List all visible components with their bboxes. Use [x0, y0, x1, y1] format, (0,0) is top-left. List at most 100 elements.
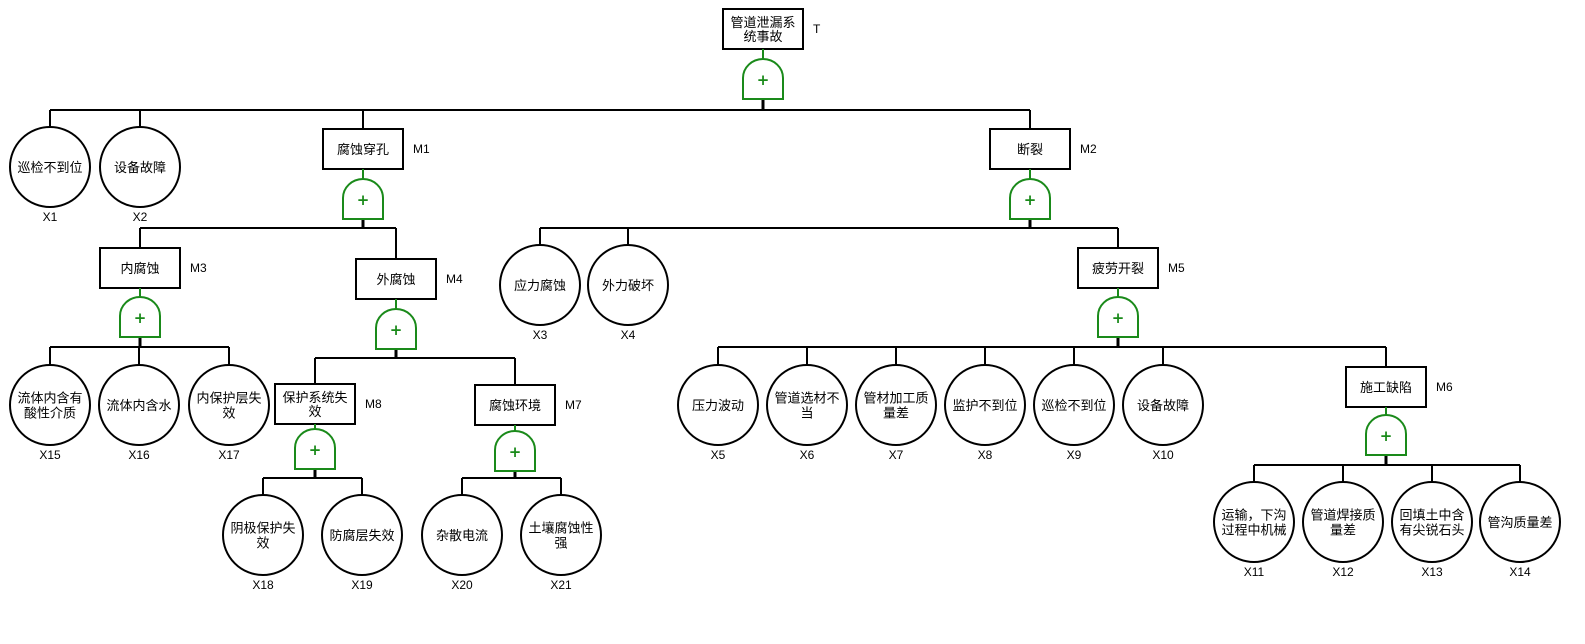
gate-symbol: + — [757, 71, 770, 89]
or-gate-icon: + — [375, 308, 417, 350]
basic-event-circle — [421, 494, 503, 576]
or-gate-icon: + — [294, 428, 336, 470]
event-code: X8 — [978, 448, 993, 462]
event-label: 强 — [554, 537, 567, 552]
event-code: X6 — [800, 448, 815, 462]
event-code: X18 — [252, 578, 274, 592]
event-box — [474, 384, 556, 426]
event-code: X19 — [351, 578, 373, 592]
event-code: X3 — [533, 328, 548, 342]
event-label: 施工缺陷 — [1360, 381, 1412, 396]
basic-event-circle — [188, 364, 270, 446]
event-code: X14 — [1509, 565, 1531, 579]
basic-event-circle — [1033, 364, 1115, 446]
event-label: 保护系统失 — [282, 391, 347, 406]
event-code: M3 — [190, 261, 207, 275]
basic-event-circle — [98, 364, 180, 446]
event-label: 流体内含水 — [106, 398, 171, 414]
basic-event-circle — [855, 364, 937, 446]
event-m4[interactable]: 外腐蚀 M4 + — [355, 258, 463, 350]
event-code: M1 — [413, 142, 430, 156]
event-box — [99, 247, 181, 289]
event-label: 压力波动 — [692, 399, 744, 414]
basic-event-circle — [944, 364, 1026, 446]
or-gate-icon: + — [494, 430, 536, 472]
event-label: 管道泄漏系 — [730, 15, 795, 31]
event-label: 腐蚀穿孔 — [337, 142, 389, 158]
or-gate-icon: + — [742, 58, 784, 100]
gate-symbol: + — [134, 309, 147, 327]
gate-symbol: + — [509, 443, 522, 461]
event-label: 统事故 — [743, 30, 782, 45]
event-label: 酸性介质 — [24, 407, 76, 422]
event-m1[interactable]: 腐蚀穿孔 M1 + — [322, 128, 430, 220]
basic-event-circle — [677, 364, 759, 446]
basic-event-circle — [520, 494, 602, 576]
event-label: 防腐层失效 — [329, 528, 394, 544]
event-label: 管材加工质 — [863, 392, 928, 407]
event-code: X13 — [1421, 565, 1443, 579]
event-label: 效 — [308, 405, 321, 420]
event-label: 回填土中含 — [1399, 508, 1464, 524]
basic-event-circle — [1479, 481, 1561, 563]
event-code: X20 — [451, 578, 473, 592]
event-label: 设备故障 — [1137, 398, 1189, 414]
gate-symbol: + — [357, 191, 370, 209]
event-code: M5 — [1168, 261, 1185, 275]
event-label: 管道焊接质 — [1310, 508, 1375, 524]
event-x8[interactable]: 监护不到位 X8 — [944, 364, 1026, 462]
event-code: X7 — [889, 448, 904, 462]
basic-event-circle — [9, 364, 91, 446]
event-label: 外腐蚀 — [376, 273, 415, 288]
event-box — [989, 128, 1071, 170]
event-code: M4 — [446, 272, 463, 286]
event-label: 内保护层失 — [196, 391, 261, 407]
event-label: 过程中机械 — [1221, 524, 1286, 539]
event-label: 有尖锐石头 — [1399, 524, 1464, 539]
gate-symbol: + — [309, 441, 322, 459]
event-label: 效 — [256, 537, 269, 552]
event-label: 监护不到位 — [952, 399, 1017, 414]
event-label: 土壤腐蚀性 — [528, 521, 593, 537]
event-label: 巡检不到位 — [17, 161, 82, 176]
event-box — [322, 128, 404, 170]
event-code: M7 — [565, 398, 582, 412]
event-code: M8 — [365, 397, 382, 411]
gate-symbol: + — [1112, 309, 1125, 327]
event-code: X2 — [133, 210, 148, 224]
event-code: X9 — [1067, 448, 1082, 462]
event-x19[interactable]: 防腐层失效 X19 — [321, 494, 403, 592]
event-label: 量差 — [883, 407, 909, 422]
event-label: 管道选材不 — [774, 392, 839, 407]
basic-event-circle — [1302, 481, 1384, 563]
event-code: X21 — [550, 578, 572, 592]
basic-event-circle — [1122, 364, 1204, 446]
